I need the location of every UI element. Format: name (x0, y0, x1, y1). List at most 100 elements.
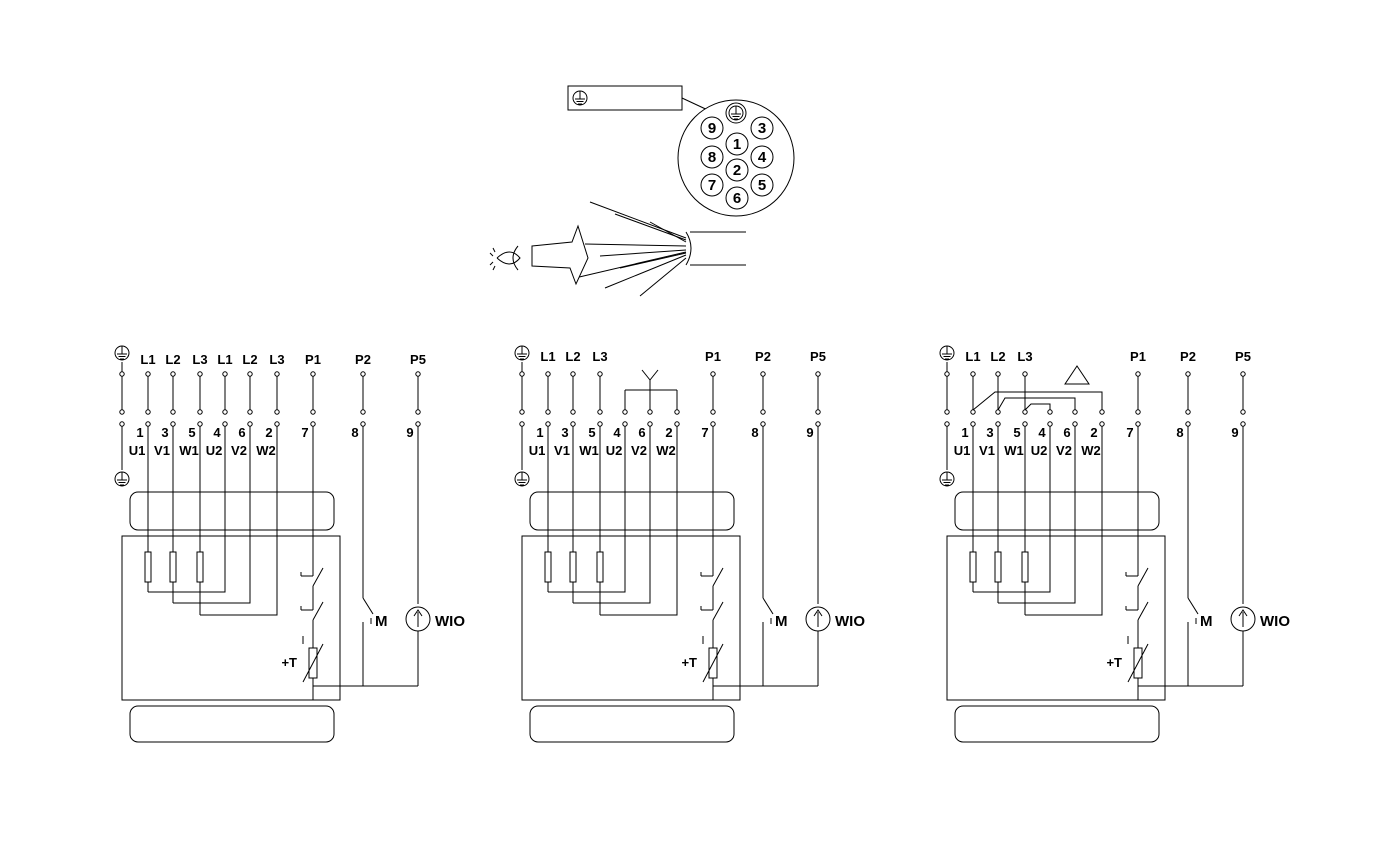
winding-coil (596, 551, 604, 583)
terminal-point (519, 421, 525, 427)
terminal-point (519, 409, 525, 415)
star-symbol (649, 369, 659, 381)
connector-pin-number: 6 (733, 190, 741, 207)
winding-coil (544, 551, 552, 583)
moisture-switch-label: M (775, 613, 788, 630)
terminal-number: 8 (351, 425, 358, 440)
thermistor-label: +T (281, 655, 297, 670)
terminal-point (944, 421, 950, 427)
terminal-point (170, 371, 176, 377)
thermistor-label: +T (681, 655, 697, 670)
terminal-number: 8 (1176, 425, 1183, 440)
terminal-point (415, 409, 421, 415)
connector-pin-8 (700, 145, 724, 169)
terminal-point (310, 421, 316, 427)
ground-icon (114, 345, 130, 361)
terminal-point (1022, 421, 1028, 427)
terminal-point (360, 409, 366, 415)
terminal-number: 9 (406, 425, 413, 440)
terminal-point (1185, 371, 1191, 377)
winding-return (548, 552, 626, 593)
terminal-point (995, 421, 1001, 427)
winding-label-u1: U1 (954, 443, 971, 458)
terminal-number: 3 (161, 425, 168, 440)
connector-pin-number: 4 (758, 149, 767, 166)
connector-pin-9 (700, 116, 724, 140)
terminal-point (597, 409, 603, 415)
terminal-point (274, 421, 280, 427)
terminal-point (597, 421, 603, 427)
winding-coil (196, 551, 204, 583)
terminal-point (674, 421, 680, 427)
terminal-label-l2: L2 (165, 352, 180, 367)
terminal-point (1072, 409, 1078, 415)
terminal-point (1240, 409, 1246, 415)
terminal-point (1047, 421, 1053, 427)
connector-pin-5 (750, 173, 774, 197)
ground-icon (114, 471, 130, 487)
terminal-number: 1 (136, 425, 143, 440)
terminal-label-l2: L2 (242, 352, 257, 367)
terminal-number: 1 (961, 425, 968, 440)
terminal-point (145, 421, 151, 427)
winding-label-u2: U2 (606, 443, 623, 458)
motor-bottom-cap (954, 705, 1160, 743)
terminal-number: 4 (213, 425, 221, 440)
terminal-number: 6 (1063, 425, 1070, 440)
winding-label-v2: V2 (231, 443, 247, 458)
terminal-number: 5 (1013, 425, 1020, 440)
connector-pin-number: 3 (758, 120, 766, 137)
terminal-label-p1: P1 (1130, 349, 1146, 364)
terminal-label-l3: L3 (192, 352, 207, 367)
winding-label-v1: V1 (154, 443, 170, 458)
terminal-point (1135, 409, 1141, 415)
motor-top-cap (129, 491, 335, 531)
thermistor-arrow (702, 643, 724, 683)
terminal-point (170, 421, 176, 427)
terminal-point (815, 371, 821, 377)
winding-label-w2: W2 (656, 443, 676, 458)
winding-label-w1: W1 (579, 443, 599, 458)
terminal-point (197, 409, 203, 415)
winding-label-u1: U1 (129, 443, 146, 458)
terminal-number: 9 (1231, 425, 1238, 440)
terminal-point (1135, 371, 1141, 377)
terminal-point (247, 409, 253, 415)
terminal-number: 3 (986, 425, 993, 440)
ground-icon (939, 345, 955, 361)
thermistor-label: +T (1106, 655, 1122, 670)
terminal-number: 9 (806, 425, 813, 440)
connector-pin-6 (725, 186, 749, 210)
terminal-point (710, 409, 716, 415)
moisture-switch-label: M (375, 613, 388, 630)
terminal-point (247, 371, 253, 377)
terminal-label-l3: L3 (592, 349, 607, 364)
wio-sensor-label: WIO (435, 613, 465, 630)
winding-return (148, 552, 226, 593)
terminal-point (222, 421, 228, 427)
eye-icon (489, 245, 521, 271)
terminal-point (1240, 371, 1246, 377)
terminal-point (944, 371, 950, 377)
connector-pin-3 (750, 116, 774, 140)
terminal-label-l2: L2 (990, 349, 1005, 364)
winding-return (998, 552, 1076, 604)
moisture-switch (362, 597, 374, 615)
delta-bridge (972, 391, 1103, 411)
terminal-point (1099, 421, 1105, 427)
terminal-point (970, 371, 976, 377)
terminal-point (274, 371, 280, 377)
ground-icon (728, 105, 744, 121)
terminal-label-l3: L3 (1017, 349, 1032, 364)
terminal-point (170, 409, 176, 415)
winding-label-w2: W2 (1081, 443, 1101, 458)
thermistor-arrow (302, 643, 324, 683)
terminal-point (310, 409, 316, 415)
terminal-number: 8 (751, 425, 758, 440)
terminal-point (970, 409, 976, 415)
terminal-number: 2 (665, 425, 672, 440)
terminal-point (570, 421, 576, 427)
